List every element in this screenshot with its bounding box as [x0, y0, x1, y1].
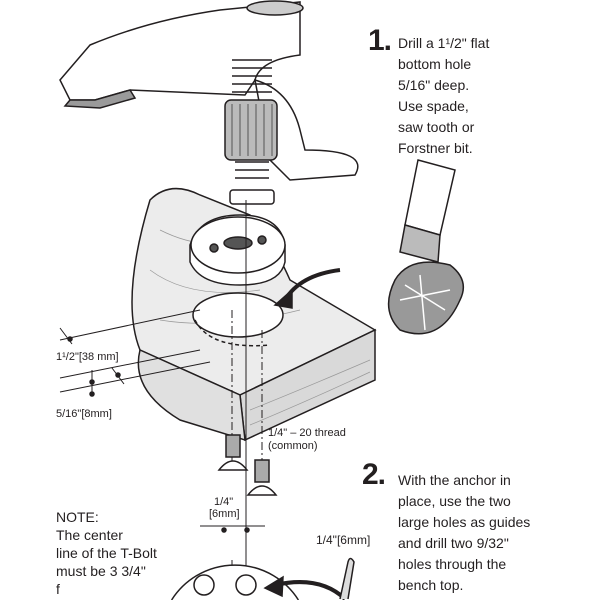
step2-line: and drill two 9/32" [398, 535, 509, 551]
bolt-icon [217, 434, 249, 471]
step2-number: 2. [362, 458, 386, 491]
pin-diameter-label: 1/4"[6mm] [316, 533, 371, 547]
pin-icon [339, 557, 355, 600]
thread-label: 1/4" – 20 thread [268, 427, 346, 439]
note-line: NOTE: [56, 509, 99, 525]
step1-line: bottom hole [398, 56, 472, 72]
note-line: f [56, 581, 60, 597]
step1-line: 5/16" deep. [398, 77, 470, 93]
step1-line: Drill a 1¹/2" flat [398, 35, 490, 51]
workpiece-side [137, 348, 246, 442]
flat-bottom-hole [192, 292, 284, 338]
step2-line: With the anchor in [398, 472, 511, 488]
knurled-collar [224, 99, 278, 161]
step1-line: saw tooth or [398, 119, 475, 135]
step1-line: Forstner bit. [398, 140, 473, 156]
offset-label: 1/4" [214, 496, 234, 508]
spindle-spring-icon [232, 59, 272, 93]
note-line: line of the T-Bolt [56, 545, 157, 561]
step1-line: Use spade, [398, 98, 469, 114]
offset-label-metric: [6mm] [209, 508, 240, 520]
step2-line: bench top. [398, 577, 464, 593]
note-line: must be 3 3/4" [56, 563, 146, 579]
note-line: The center [56, 527, 123, 543]
step1-number: 1. [368, 24, 392, 57]
step2-line: holes through the [398, 556, 507, 572]
hole-depth-label: 5/16"[8mm] [56, 408, 112, 420]
anchor-disc-hole [193, 574, 215, 596]
step2-line: large holes as guides [398, 514, 531, 530]
step2-line: place, use the two [398, 493, 511, 509]
handle-grip [63, 89, 137, 109]
forstner-bit-icon [387, 159, 465, 335]
anchor-disc-hole [235, 574, 257, 596]
spindle-tip [229, 189, 275, 205]
thread-label-note: (common) [268, 440, 318, 452]
hole-diameter-label: 1¹/2"[38 mm] [56, 351, 119, 363]
bolt-icon [246, 459, 278, 496]
drill-press-hub [246, 0, 304, 16]
drill-press-foot [254, 78, 359, 181]
